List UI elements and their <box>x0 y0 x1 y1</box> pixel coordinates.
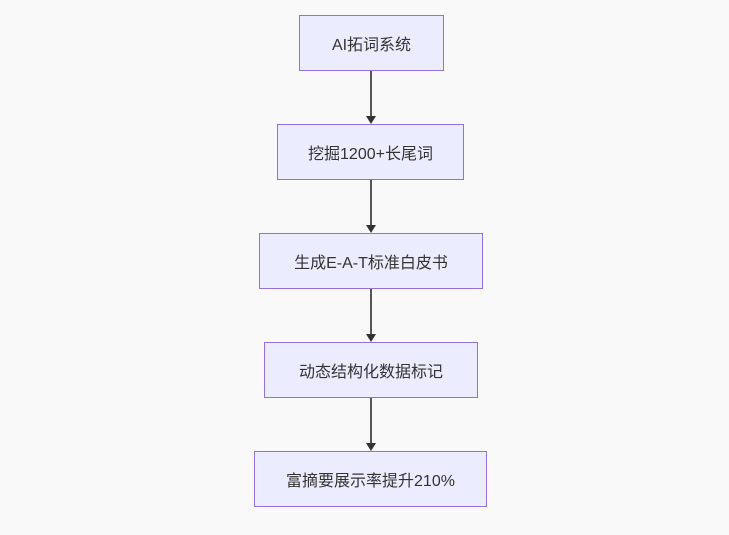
arrow-down-icon <box>366 116 376 124</box>
arrow-down-icon <box>366 443 376 451</box>
node-label: AI拓词系统 <box>331 37 412 54</box>
edge-n2-n3 <box>365 180 377 233</box>
node-label: 富摘要展示率提升210% <box>286 473 455 490</box>
arrow-line <box>370 289 372 334</box>
edge-n3-n4 <box>365 289 377 342</box>
node-label: 挖掘1200+长尾词 <box>308 146 433 163</box>
arrow-line <box>370 180 372 225</box>
node-rich-snippet-uplift: 富摘要展示率提升210% <box>254 451 487 507</box>
arrow-down-icon <box>366 334 376 342</box>
node-label: 动态结构化数据标记 <box>298 364 443 381</box>
node-ai-keyword-system: AI拓词系统 <box>299 15 444 71</box>
edge-n4-n5 <box>365 398 377 451</box>
node-label: 生成E-A-T标准白皮书 <box>294 255 448 272</box>
node-dynamic-structured-data: 动态结构化数据标记 <box>264 342 478 398</box>
node-eat-whitepaper: 生成E-A-T标准白皮书 <box>259 233 483 289</box>
arrow-line <box>370 71 372 116</box>
arrow-line <box>370 398 372 443</box>
arrow-down-icon <box>366 225 376 233</box>
node-longtail-keyword-mining: 挖掘1200+长尾词 <box>277 124 464 180</box>
edge-n1-n2 <box>365 71 377 124</box>
